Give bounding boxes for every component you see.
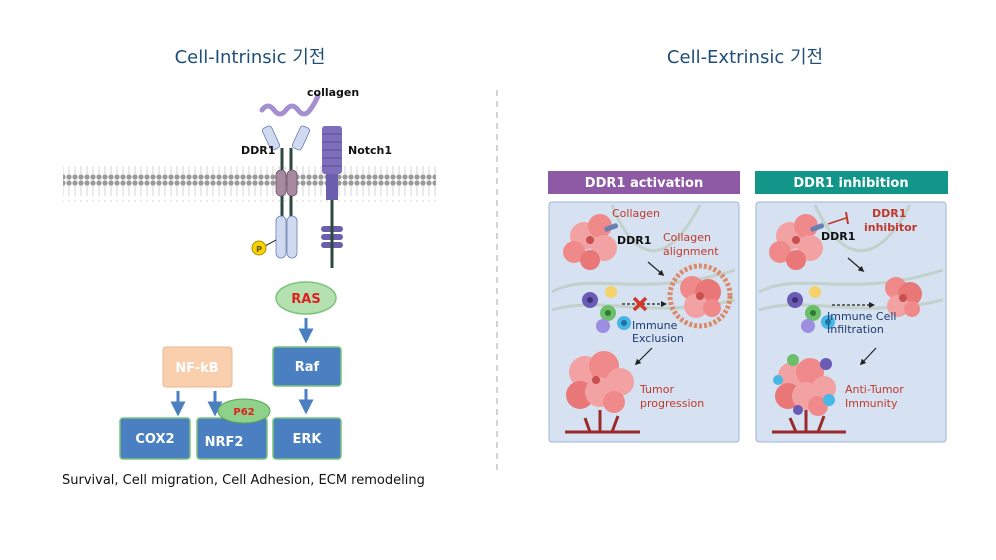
raf-node bbox=[272, 346, 342, 387]
activation-exclusion-line2: Exclusion bbox=[632, 332, 684, 345]
cell-membrane bbox=[63, 166, 436, 202]
nrf2-label: NRF2 bbox=[205, 435, 244, 450]
inhibition-immunity-line1: Anti-Tumor bbox=[845, 383, 904, 396]
phospho-label: P bbox=[256, 245, 262, 254]
activation-block-x bbox=[632, 296, 648, 312]
activation-alignment-line1: Collagen bbox=[663, 231, 711, 244]
inhibition-infiltration-line2: Infiltration bbox=[827, 323, 884, 336]
inhibition-header-label: DDR1 inhibition bbox=[793, 176, 908, 191]
activation-progression-line1: Tumor bbox=[639, 383, 674, 396]
inhibition-ddr1-label: DDR1 bbox=[821, 230, 855, 243]
phospho-link bbox=[264, 239, 277, 247]
activation-collagen-label: Collagen bbox=[612, 207, 660, 220]
cox2-node bbox=[119, 417, 191, 460]
nfkb-label: NF-kB bbox=[175, 361, 218, 376]
ddr1-label: DDR1 bbox=[241, 144, 275, 157]
collagen-label: collagen bbox=[307, 86, 359, 99]
cox2-label: COX2 bbox=[135, 432, 174, 447]
activation-header-label: DDR1 activation bbox=[585, 176, 703, 191]
inhibition-arrow-2 bbox=[859, 347, 877, 366]
inhibition-tumor-middle bbox=[885, 277, 922, 317]
activation-exclusion-line1: Immune bbox=[632, 319, 678, 332]
nfkb-node bbox=[162, 346, 233, 388]
inhibition-tumor-bottom bbox=[772, 354, 846, 434]
inhibition-header bbox=[755, 171, 948, 194]
collagen-fiber bbox=[259, 93, 321, 117]
raf-label: Raf bbox=[295, 360, 320, 375]
p62-node bbox=[217, 398, 271, 424]
left-title: Cell-Intrinsic 기전 bbox=[175, 47, 326, 68]
inhibitor-symbol bbox=[827, 211, 849, 225]
activation-alignment-line2: alignment bbox=[663, 245, 719, 258]
activation-progression-line2: progression bbox=[640, 397, 704, 410]
activation-immune-cells bbox=[582, 286, 631, 333]
activation-ddr1-label: DDR1 bbox=[617, 234, 651, 247]
notch1-label: Notch1 bbox=[348, 144, 392, 157]
ddr1-receptor bbox=[261, 125, 311, 259]
notch1-receptor bbox=[321, 126, 343, 268]
inhibition-tumor-top bbox=[769, 214, 823, 270]
activation-arrow-2 bbox=[634, 347, 653, 366]
phospho-circle bbox=[251, 240, 267, 256]
ras-label: RAS bbox=[291, 292, 320, 307]
erk-label: ERK bbox=[293, 432, 323, 447]
inhibitor-label-line1: DDR1 bbox=[872, 207, 906, 220]
erk-node bbox=[272, 417, 342, 460]
activation-tumor-middle bbox=[667, 263, 733, 329]
inhibition-infiltration-line1: Immune Cell bbox=[827, 310, 896, 323]
p62-label: P62 bbox=[233, 407, 254, 418]
inhibition-ddr1-receptor bbox=[810, 223, 825, 232]
left-caption: Survival, Cell migration, Cell Adhesion,… bbox=[62, 473, 425, 488]
activation-arrow-1 bbox=[647, 261, 665, 276]
activation-tumor-top bbox=[563, 214, 617, 270]
activation-header bbox=[548, 171, 740, 194]
ras-node bbox=[275, 281, 337, 315]
inhibition-immune-cells bbox=[787, 286, 835, 333]
inhibitor-label-line2: inhibitor bbox=[864, 221, 918, 234]
activation-tumor-bottom bbox=[565, 351, 640, 434]
inhibition-immunity-line2: Immunity bbox=[845, 397, 898, 410]
activation-ddr1-receptor bbox=[604, 223, 619, 232]
inhibition-arrow-1 bbox=[847, 257, 865, 272]
right-title: Cell-Extrinsic 기전 bbox=[667, 47, 823, 68]
